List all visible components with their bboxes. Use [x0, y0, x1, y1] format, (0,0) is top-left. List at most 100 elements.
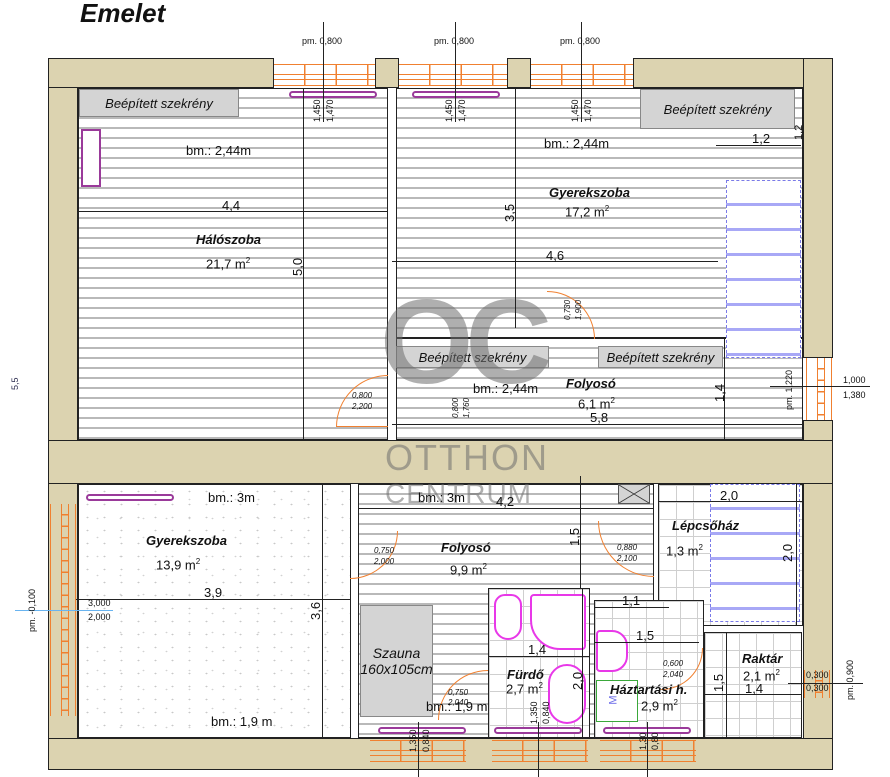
gyerekszoba1-ceiling: bm.: 2,44m	[544, 136, 610, 151]
dim-line-3-6	[322, 484, 323, 738]
outer-wall-top-left	[48, 58, 274, 88]
sink-utility-icon	[596, 630, 628, 672]
area-sup: 2	[775, 668, 780, 677]
window-right-stair-h: 1,380	[843, 390, 866, 400]
dim-line-1-4-bath	[488, 656, 590, 657]
gyerekszoba1-name: Gyerekszoba	[549, 185, 630, 200]
radiator-top-2	[412, 91, 500, 98]
sauna-label: Szauna	[372, 645, 421, 661]
left-edge-label: 5,5	[10, 377, 20, 390]
folyoso1-ceiling: bm.: 2,44m	[473, 381, 539, 396]
dim-line-1-5-util	[594, 642, 699, 643]
furdo-height: 2,0	[570, 671, 585, 690]
stair-upper	[726, 180, 801, 358]
door-furdo-h: 2,040	[448, 698, 469, 707]
area-value: 2,7 m	[506, 681, 539, 697]
raktar-width: 1,4	[745, 681, 764, 696]
lepcsohaz-name: Lépcsőház	[672, 518, 740, 533]
raktar-area: 2,1 m2	[743, 668, 780, 683]
dim-line-1-1	[594, 607, 669, 608]
door-raktar-w: 0,600	[663, 659, 684, 668]
window-top-3	[531, 64, 633, 86]
radiator-gyerekszoba-2	[86, 494, 174, 501]
radiator-haloszoba	[81, 129, 101, 187]
dim-line-3-5	[515, 88, 516, 328]
lepcsohaz-area: 1,3 m2	[666, 543, 703, 558]
area-value: 1,3 m	[666, 543, 699, 559]
window-bottom-sauna-w: 1,350	[408, 729, 418, 752]
window-bottom-utility-h: 0,80	[650, 732, 660, 750]
dim-line-5-0	[303, 88, 304, 440]
stair-lower	[710, 484, 800, 622]
gyerekszoba2-ceiling: bm.: 3m	[208, 490, 255, 505]
raktar-name: Raktár	[742, 651, 783, 666]
door-lepcsohaz-w: 0,880	[617, 543, 638, 552]
area-sup: 2	[604, 204, 610, 213]
toilet-icon	[494, 594, 522, 640]
window-top2-h: 1,470	[457, 99, 467, 122]
outer-wall-top-mid2	[507, 58, 531, 88]
folyoso1-name: Folyosó	[566, 376, 616, 391]
area-sup: 2	[482, 562, 487, 571]
window-top-1	[274, 64, 375, 86]
wardrobe-folyoso-left: Beépített szekrény	[396, 346, 549, 368]
middle-wall	[48, 440, 833, 484]
folyoso2-width: 4,2	[496, 494, 515, 509]
window-raktar-h: 0,300	[806, 683, 829, 693]
dim-line-4-6	[392, 261, 718, 262]
folyoso2-name: Folyosó	[441, 540, 491, 555]
window-top1-sill: pm. 0,800	[302, 36, 343, 46]
window-top1-w: 1,450	[312, 99, 322, 122]
window-top2-sill: pm. 0,800	[434, 36, 475, 46]
window-bottom-utility	[600, 740, 696, 762]
door-folyoso-stair-h: 1,760	[462, 397, 471, 418]
window-axis-bottom-3	[647, 722, 648, 777]
furdo-width: 1,4	[528, 642, 547, 657]
gyerekszoba2-width: 3,9	[204, 585, 223, 600]
raktar-height: 1,5	[711, 673, 726, 692]
sauna: Szauna 160x105cm	[360, 605, 433, 717]
wardrobe-haloszoba: Beépített szekrény	[79, 89, 239, 117]
door-haloszoba-h: 2,200	[352, 402, 373, 411]
dim-line-4-4	[78, 211, 388, 212]
dim-line-2-0	[658, 501, 803, 502]
window-top3-w: 1,450	[570, 99, 580, 122]
window-axis-bottom-2	[538, 722, 539, 777]
dim-line-1-4-raktar	[704, 694, 802, 695]
watermark-line1: OTTHON	[385, 437, 549, 478]
haloszoba-height: 5,0	[290, 257, 305, 276]
area-value: 6,1 m	[578, 396, 611, 412]
dim-line-5-8	[392, 424, 803, 425]
gyerekszoba1-height: 3,5	[502, 203, 517, 222]
haztartasi-width: 1,5	[636, 628, 655, 643]
door-gyerekszoba2-w: 0,750	[374, 546, 395, 555]
lepcsohaz-height: 2,0	[780, 543, 795, 562]
watermark-line2: CENTRUM	[385, 478, 532, 509]
door-gyerekszoba2-h: 2,000	[374, 557, 395, 566]
radiator-top-1	[289, 91, 377, 98]
door-gyerekszoba1-h: 1,900	[574, 299, 583, 320]
watermark-logo: OC	[380, 275, 552, 409]
haztartasi-width-top: 1,1	[622, 593, 641, 608]
window-bottom-bath-h: 0,840	[541, 701, 551, 724]
outer-wall-top-right	[633, 58, 833, 88]
area-sup: 2	[698, 543, 703, 552]
door-lepcsohaz-h: 2,100	[617, 554, 638, 563]
dim-line-1-2	[716, 145, 801, 146]
sauna-size: 160x105cm	[360, 661, 433, 677]
window-right-stair-w: 1,000	[843, 375, 866, 385]
window-axis-right	[770, 386, 870, 387]
radiator-bottom-sauna	[378, 727, 466, 734]
area-value: 2,9 m	[641, 698, 674, 714]
window-top3-sill: pm. 0,800	[560, 36, 601, 46]
window-right-stair	[806, 358, 832, 420]
window-left-h: 2,000	[88, 612, 111, 622]
dim-line-2-0-v	[796, 484, 797, 626]
window-left-w: 3,000	[88, 598, 111, 608]
window-top1-h: 1,470	[325, 99, 335, 122]
wardrobe-gyerekszoba-1: Beépített szekrény	[640, 89, 795, 129]
floor-title: Emelet	[80, 0, 166, 28]
window-top-2	[399, 64, 507, 86]
door-folyoso-stair-w: 0,800	[451, 397, 460, 418]
gyerekszoba2-ceiling-bottom: bm.: 1,9 m	[211, 714, 273, 729]
